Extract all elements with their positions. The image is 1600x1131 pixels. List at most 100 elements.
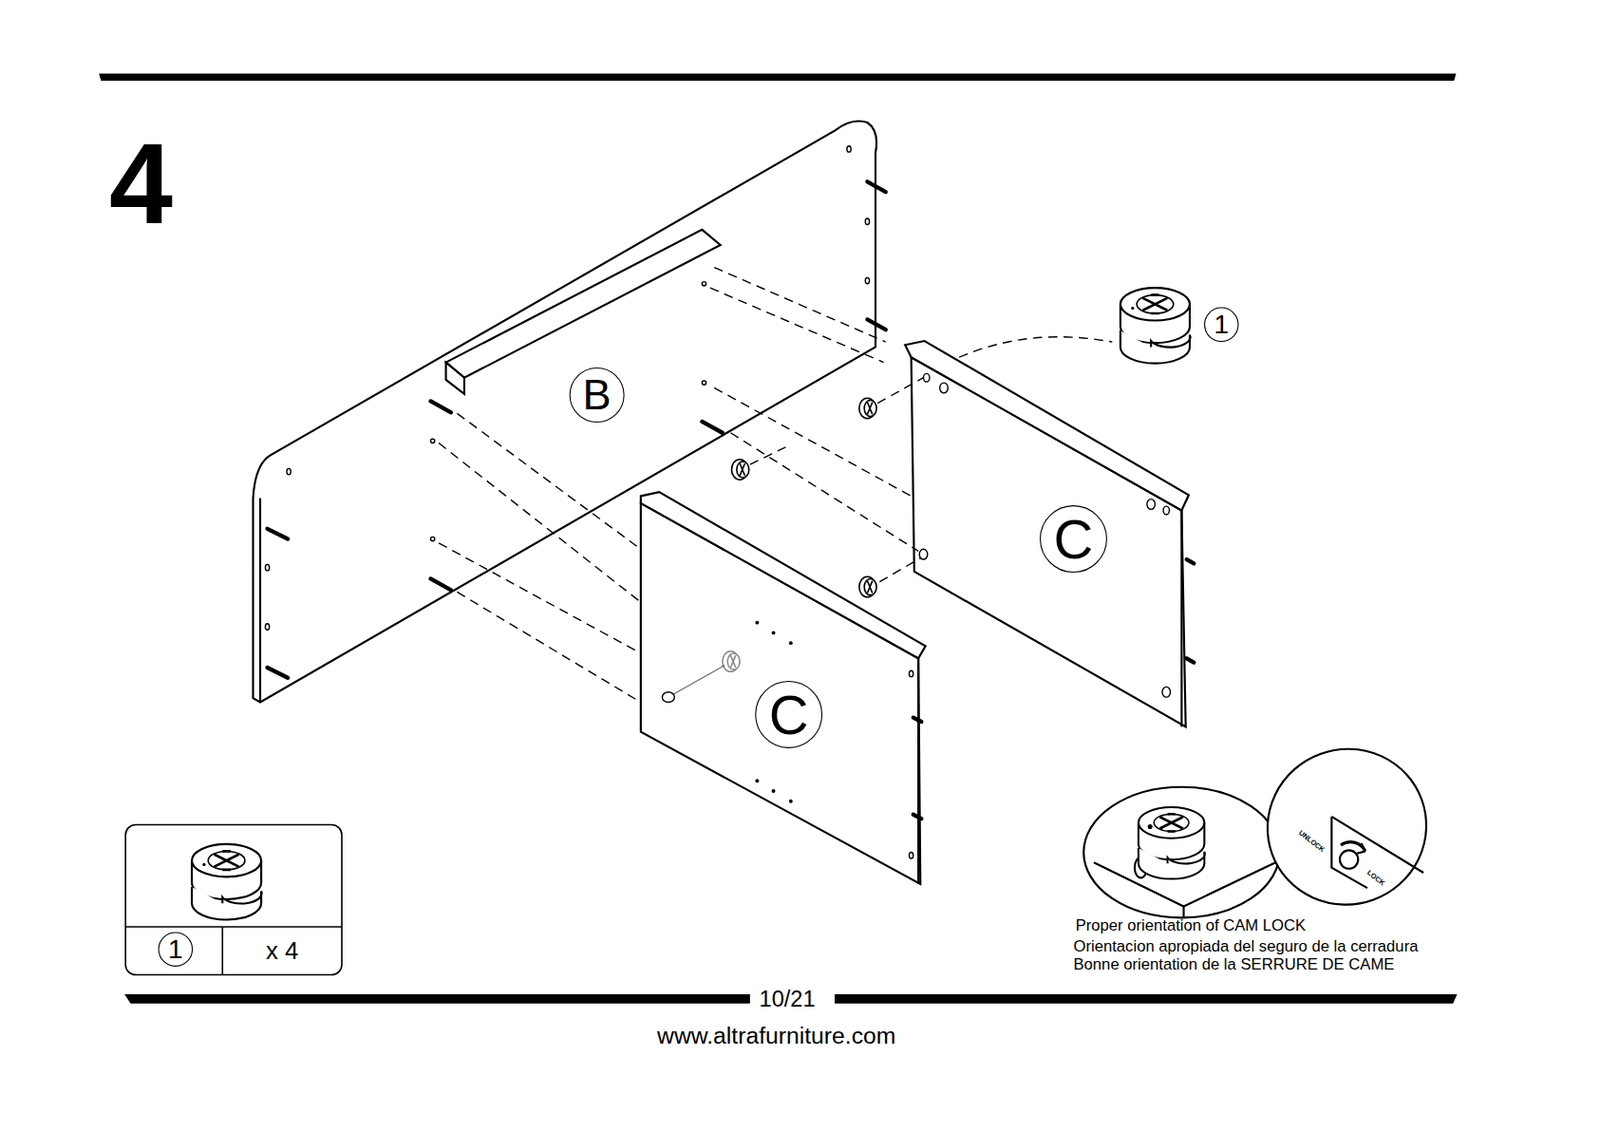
dowel-pins — [701, 421, 722, 433]
back-panel-strip — [446, 229, 721, 378]
holes — [1162, 686, 1171, 697]
dowel-pins — [430, 400, 451, 413]
parts-table-icon — [191, 844, 263, 921]
header-rule — [98, 73, 1456, 81]
holes — [908, 852, 913, 859]
dowel-pins — [913, 717, 923, 722]
circle-label: B — [583, 373, 612, 416]
dowel-pins — [1186, 559, 1195, 564]
panel-dots — [789, 799, 793, 804]
lower-panel — [640, 503, 921, 885]
holes — [264, 564, 269, 570]
holes — [908, 670, 913, 677]
header-rule — [98, 73, 1456, 81]
circle-label: 1 — [168, 936, 184, 963]
cam-lock-parts — [722, 651, 740, 672]
holes — [286, 468, 291, 474]
back-panel-strip — [446, 362, 465, 395]
dowel-pins — [1186, 658, 1195, 662]
cam-lock-parts — [722, 651, 740, 672]
holes — [701, 380, 706, 385]
parts-table-frame — [221, 926, 224, 976]
panel-dots — [754, 778, 759, 783]
dowel-pins — [866, 319, 885, 330]
dashed-guides — [714, 267, 886, 342]
holes — [264, 623, 269, 630]
detail-bubble-right — [1331, 816, 1424, 888]
cam-lock-parts — [859, 576, 877, 597]
note-text: Proper orientation of CAM LOCK — [1075, 917, 1307, 934]
dashed-guides — [730, 432, 919, 552]
holes — [1163, 506, 1169, 515]
callout-number: 1 — [1204, 307, 1240, 343]
holes — [865, 277, 869, 283]
detail-bubble-left — [1083, 787, 1280, 919]
dashed-guides — [714, 387, 911, 496]
page-number: 10/21 — [759, 988, 816, 1012]
detail-bubble-left — [1182, 906, 1185, 918]
holes — [847, 146, 851, 152]
holes — [264, 146, 1170, 859]
dashed-guides — [879, 556, 923, 583]
dashed-guides — [438, 443, 641, 603]
back-panel — [259, 498, 262, 703]
quantity-text: x 4 — [222, 939, 342, 964]
lower-panel — [917, 658, 920, 885]
step-number: 4 — [109, 127, 173, 242]
detail-bubble-left — [1138, 807, 1205, 880]
website-url: www.altrafurniture.com — [657, 1023, 896, 1048]
circle-label: C — [1054, 511, 1094, 567]
dashed-guides — [456, 413, 640, 549]
holes — [865, 218, 869, 225]
detail-bubble-left — [1083, 787, 1280, 919]
detail-bubble-right — [1339, 849, 1358, 868]
cam-lock-parts — [673, 397, 877, 695]
dashed-guides — [959, 337, 1112, 358]
holes — [430, 438, 434, 443]
parts-table: x 4 1 — [125, 825, 342, 976]
callout-number: 1 — [158, 931, 194, 967]
parts-table-icon — [191, 844, 263, 921]
footer-rule — [124, 994, 751, 1004]
detail-bubble-right — [1356, 843, 1366, 854]
right-panel — [904, 340, 1189, 727]
dowel-pins — [430, 578, 451, 590]
cam-lock-parts — [731, 459, 749, 480]
dowel-pins — [267, 181, 1195, 819]
dashed-guides — [438, 267, 1112, 703]
dowel-pins — [267, 667, 288, 678]
dowel-pins — [913, 814, 923, 819]
dashed-guides — [710, 287, 885, 362]
right-panel — [1180, 509, 1183, 727]
dashed-guides — [750, 447, 787, 465]
cam-lock-parts — [673, 665, 725, 695]
parts-table-frame — [125, 825, 342, 976]
parts-table-frame — [125, 925, 342, 928]
dashed-guides — [877, 377, 923, 404]
part-letter: C — [1039, 505, 1108, 573]
holes — [661, 692, 675, 703]
lower-panel — [640, 491, 926, 659]
holes — [919, 548, 928, 560]
dowel-pins — [866, 181, 885, 192]
holes — [923, 373, 930, 382]
note-text: Orientacion apropiada del seguro de la c… — [1072, 938, 1418, 955]
cam-lock-parts — [859, 397, 877, 418]
part-letter: B — [569, 367, 625, 423]
detail-bubble-right — [1245, 726, 1449, 927]
cam-lock-icon — [1120, 287, 1191, 364]
back-panel-strip — [446, 229, 721, 395]
dashed-guides — [456, 591, 640, 702]
parts-table-frame — [125, 825, 342, 976]
holes — [940, 382, 949, 394]
detail-bubble-right — [1245, 726, 1449, 927]
circle-label: C — [769, 686, 810, 742]
panel-dots — [771, 631, 776, 636]
right-panel — [904, 340, 1189, 510]
circle-label: 1 — [1214, 311, 1230, 339]
cam-lock-icon — [1120, 287, 1191, 364]
dashed-guides — [438, 543, 641, 654]
part-letter: C — [754, 680, 823, 749]
panel-dots — [771, 789, 776, 793]
